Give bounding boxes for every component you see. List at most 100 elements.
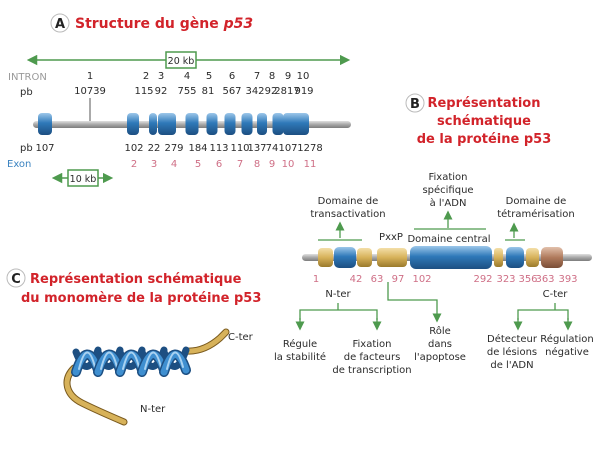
intron-size-10: 919: [294, 86, 313, 97]
segment-gold-1: [318, 248, 333, 267]
helix-turn-highlight-4: [144, 351, 162, 370]
intron-number-3: 3: [158, 71, 164, 82]
exon-block-3: [149, 113, 157, 135]
position-102: 102: [412, 274, 431, 285]
panel-b-title-2: schématique: [437, 114, 531, 129]
monomer-cter-label: C-ter: [228, 332, 254, 343]
intron-number-7: 7: [254, 71, 260, 82]
exon-size-5: 184: [188, 143, 207, 154]
role-apoptose-2: dans: [428, 339, 452, 350]
exon-size-4: 279: [164, 143, 183, 154]
role-stability-1: Régule: [283, 338, 317, 350]
badge-b-circle: [405, 93, 425, 113]
panel-a: A Structure du gène p53 20 kb INTRON pb …: [7, 13, 351, 187]
exon-number-2: 2: [131, 159, 137, 170]
badge-b: B: [410, 97, 420, 112]
segment-gold-4: [526, 248, 539, 267]
exon-size-9: 74: [266, 143, 279, 154]
position-323: 323: [496, 274, 515, 285]
monomer-nter-tail: [64, 365, 127, 425]
exon-number-7: 7: [237, 159, 243, 170]
helix-turn-highlight-3: [122, 351, 140, 370]
position-363: 363: [535, 274, 554, 285]
intron-size-4: 755: [177, 86, 196, 97]
exon-number-3: 3: [151, 159, 157, 170]
badge-c-circle: [6, 268, 26, 288]
intron-size-6: 567: [222, 86, 241, 97]
nter-label: N-ter: [325, 289, 351, 300]
position-63: 63: [371, 274, 384, 285]
position-393: 393: [558, 274, 577, 285]
helix-turn-highlight-5: [166, 351, 184, 370]
panel-b: B Représentation schématique de la proté…: [274, 93, 594, 376]
position-292: 292: [473, 274, 492, 285]
exon-size-1: 107: [35, 143, 54, 154]
position-356: 356: [518, 274, 537, 285]
role-transcription-2: de facteurs: [344, 352, 401, 363]
apoptose-arrow: [387, 282, 442, 323]
pb-top-label: pb: [20, 87, 33, 98]
cter-label: C-ter: [543, 289, 569, 300]
scale-10kb-box: [67, 169, 99, 187]
exon-number-9: 9: [269, 159, 275, 170]
segment-pxxp: [377, 248, 407, 267]
intron-size-7: 342: [245, 86, 264, 97]
badge-a-circle: [50, 13, 70, 33]
exon-label: Exon: [7, 159, 31, 170]
role-lesions-2: de lésions: [487, 346, 537, 358]
badge-c: C: [11, 272, 21, 287]
role-stability-2: la stabilité: [274, 351, 326, 363]
role-transcription-1: Fixation: [352, 339, 391, 350]
exon-block-7: [224, 113, 236, 135]
role-lesions-1: Détecteur: [487, 333, 538, 345]
exon-block-5: [185, 113, 199, 135]
exon-number-10: 10: [282, 159, 295, 170]
exon-size-7: 110: [230, 143, 249, 154]
segment-domain-central: [410, 246, 492, 269]
exon-block-6: [206, 113, 218, 135]
exon-size-10: 107: [278, 143, 297, 154]
intron-size-3: 92: [155, 86, 168, 97]
role-regulation-1: Régulation: [540, 333, 593, 345]
intron-number-10: 10: [297, 71, 310, 82]
exon-number-8: 8: [254, 159, 260, 170]
panel-b-title-3: de la protéine p53: [417, 132, 552, 147]
exon-number-11: 11: [304, 159, 317, 170]
intron-number-4: 4: [184, 71, 190, 82]
cter-bracket: [517, 309, 569, 320]
role-transcription-3: de transcription: [332, 365, 411, 376]
segment-blue-ta: [334, 247, 356, 268]
scale-10kb-label: 10 kb: [70, 174, 97, 185]
exon-number-5: 5: [195, 159, 201, 170]
role-lesions-3: de l'ADN: [490, 360, 533, 371]
helix-turn-front-5: [160, 351, 190, 376]
exon-block-8: [241, 113, 253, 135]
exon-size-8: 137: [247, 143, 266, 154]
panel-c: C Représentation schématique du monomère…: [6, 268, 261, 426]
intron-number-6: 6: [229, 71, 235, 82]
monomer-nter-label: N-ter: [140, 404, 166, 415]
segment-tetramer: [506, 247, 524, 268]
role-apoptose-1: Rôle: [429, 325, 451, 337]
exon-block-1: [38, 113, 52, 135]
exon-blocks: [38, 113, 309, 135]
exon-number-4: 4: [171, 159, 177, 170]
position-1: 1: [313, 274, 319, 285]
fixation-label-1: Fixation: [428, 172, 467, 183]
exon-block-4: [158, 113, 176, 135]
position-97: 97: [392, 274, 405, 285]
intron-size-5: 81: [202, 86, 215, 97]
helix-turn-highlight-2: [100, 351, 118, 370]
panel-a-title: Structure du gène p53: [75, 16, 253, 32]
helix-turn-highlight-1: [78, 351, 96, 370]
scale-20kb-label: 20 kb: [168, 56, 195, 67]
exon-size-6: 113: [209, 143, 228, 154]
exon-size-2: 102: [124, 143, 143, 154]
tetramer-label-1: Domaine de: [506, 196, 567, 207]
intron-number-9: 9: [285, 71, 291, 82]
